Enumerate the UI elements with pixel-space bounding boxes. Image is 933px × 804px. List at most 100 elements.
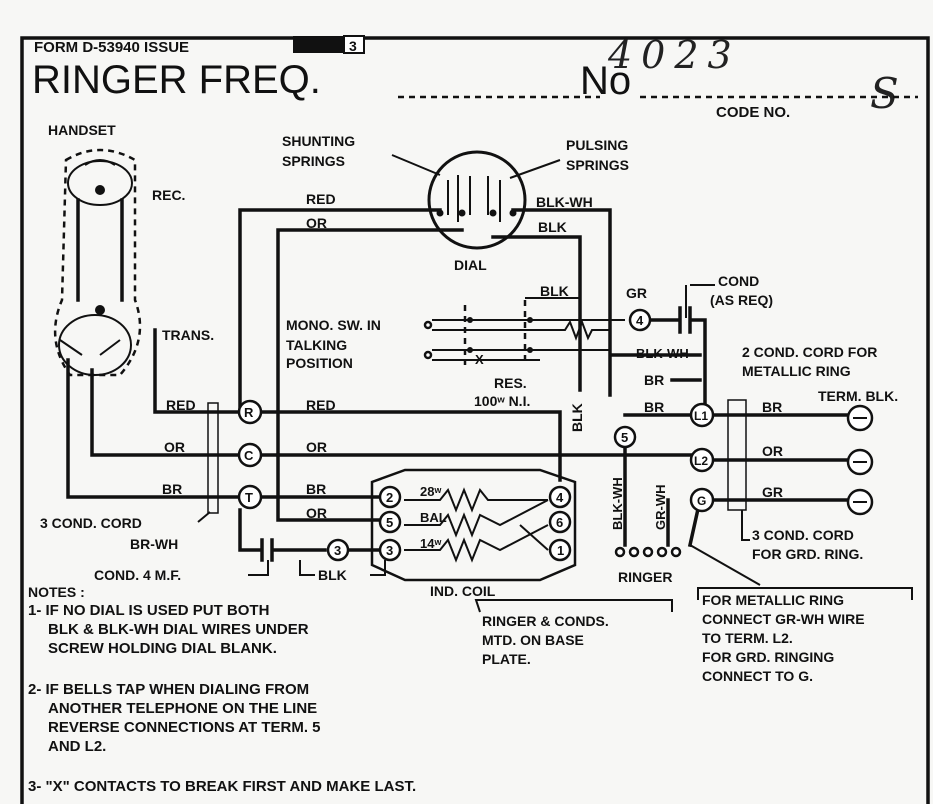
svg-text:C: C (244, 448, 254, 463)
metallic-note-4: FOR GRD. RINGING (702, 649, 834, 665)
sheet-border (20, 36, 930, 804)
svg-text:4: 4 (556, 490, 564, 505)
ringer-base-a: RINGER & CONDS. (482, 613, 609, 629)
br-handset-wire (66, 358, 240, 499)
shunting-label-2: SPRINGS (282, 153, 345, 169)
or-label-coil: OR (306, 505, 327, 521)
blk-wh-label-line: BLK-WH (636, 346, 689, 361)
or-label-dial: OR (306, 215, 327, 231)
two-cond-label-b: METALLIC RING (742, 363, 851, 379)
shunting-label-1: SHUNTING (282, 133, 355, 149)
grd-cord-label-b: FOR GRD. RING. (752, 546, 863, 562)
handset-cord-sleeve (207, 402, 219, 514)
br-label-handset: BR (162, 481, 182, 497)
ind-coil-label: IND. COIL (430, 583, 496, 599)
metallic-note-3: TO TERM. L2. (702, 630, 793, 646)
svg-text:G: G (697, 494, 706, 508)
issue-redaction (293, 36, 343, 53)
cond-4mf-leader (248, 560, 269, 576)
note-1-line-3: SCREW HOLDING DIAL BLANK. (48, 640, 277, 657)
as-req-label: (AS REQ) (710, 292, 773, 308)
or-label-center: OR (306, 439, 327, 455)
terminal-R: R (237, 399, 263, 425)
svg-text:5: 5 (386, 515, 393, 530)
blk-coil-label: BLK (318, 567, 347, 583)
three-cond-cord-label: 3 COND. CORD (40, 515, 142, 531)
blk-dial-wire (491, 235, 582, 392)
position-label: POSITION (286, 355, 353, 371)
terminal-block (846, 404, 874, 516)
cond-wiring (648, 306, 707, 412)
svg-text:4: 4 (636, 313, 644, 328)
br-label-center: BR (306, 481, 326, 497)
blk-coil-leader (299, 560, 386, 576)
ringer-note-leader (689, 544, 761, 586)
switch-feed-wires (540, 319, 625, 351)
handwritten-number: 4023 (607, 33, 741, 77)
grd-cord-label-a: 3 COND. CORD (752, 527, 854, 543)
cond-4mf-label: COND. 4 M.F. (94, 567, 181, 583)
ringer-label: RINGER (618, 569, 672, 585)
dial-body (427, 150, 527, 250)
cord-leader (197, 511, 211, 523)
coil-14w: 14ʷ (420, 536, 441, 551)
terminal-T: T (237, 484, 263, 510)
or-label-handset: OR (164, 439, 185, 455)
svg-text:3: 3 (334, 543, 341, 558)
dial-label: DIAL (454, 257, 487, 273)
red-label-center: RED (306, 397, 336, 413)
trans-label: TRANS. (162, 327, 214, 343)
handset-outline (53, 148, 142, 377)
svg-text:6: 6 (556, 515, 563, 530)
note-3: 3- "X" CONTACTS TO BREAK FIRST AND MAKE … (28, 778, 416, 795)
line-cord-sleeve (727, 399, 747, 511)
red-label-handset: RED (166, 397, 196, 413)
metallic-note-2: CONNECT GR-WH WIRE (702, 611, 865, 627)
ringer-terminals (614, 546, 682, 558)
or-dial-wire (276, 228, 464, 457)
red-dial-wire (238, 208, 442, 414)
br-label-line-2: BR (644, 399, 664, 415)
term-blk-label: TERM. BLK. (818, 388, 898, 404)
page-title: RINGER FREQ. (32, 58, 321, 102)
terminal-L2: L2 (689, 447, 715, 473)
coil-terminal-3: 3 (378, 538, 402, 562)
svg-text:5: 5 (621, 430, 628, 445)
coil-terminal-2: 2 (378, 485, 402, 509)
gr-label-top: GR (626, 285, 647, 301)
note-1-line-2: BLK & BLK-WH DIAL WIRES UNDER (48, 621, 309, 638)
form-line: FORM D-53940 ISSUE (34, 39, 189, 56)
ringer-base-b: MTD. ON BASE (482, 632, 584, 648)
br-label-term: BR (762, 399, 782, 415)
note-1-line-1: 1- IF NO DIAL IS USED PUT BOTH (28, 602, 269, 619)
note-2-line-1: 2- IF BELLS TAP WHEN DIALING FROM (28, 681, 309, 698)
terminal-4-dial: 4 (628, 308, 652, 332)
grd-cord-leader (741, 510, 750, 541)
metallic-note-bracket (697, 587, 913, 600)
coil-terminal-1: 1 (548, 538, 572, 562)
svg-text:1: 1 (557, 543, 564, 558)
rec-label: REC. (152, 187, 185, 203)
blk-wh-dial-wire (511, 208, 612, 397)
br-wh-cond-wire (238, 508, 327, 562)
induction-coil (370, 468, 577, 582)
or-handset-wire (90, 368, 240, 457)
talking-label: TALKING (286, 337, 347, 353)
svg-text:L2: L2 (694, 454, 708, 468)
metallic-note-5: CONNECT TO G. (702, 668, 813, 684)
mono-sw-label: MONO. SW. IN (286, 317, 381, 333)
issue-box (343, 35, 365, 54)
svg-text:L1: L1 (694, 409, 708, 423)
terminal-G: G (689, 487, 715, 513)
blk-wh-ringer-label: BLK-WH (610, 477, 625, 530)
x-contact-label: X (475, 352, 484, 367)
dial-leaders (391, 154, 561, 179)
pulsing-label-2: SPRINGS (566, 157, 629, 173)
gr-wh-ringer-label: GR-WH (653, 485, 668, 531)
br-label-line-1: BR (644, 372, 664, 388)
cond-label: COND (718, 273, 759, 289)
blk-label-switch: BLK (540, 283, 569, 299)
svg-text:2: 2 (386, 490, 393, 505)
